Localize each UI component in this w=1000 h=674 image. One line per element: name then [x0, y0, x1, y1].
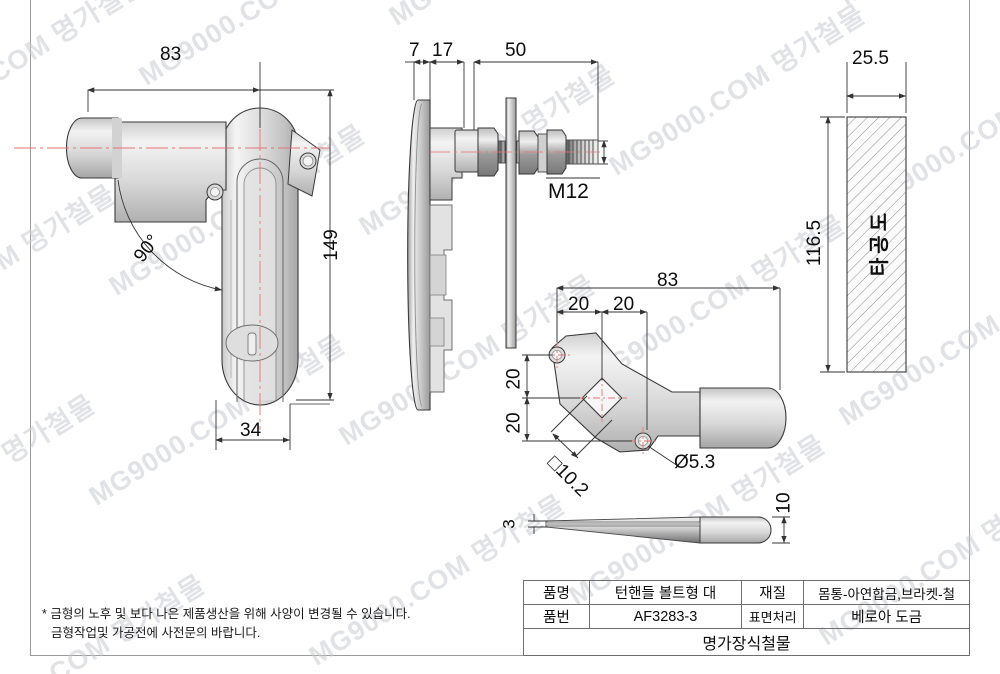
- bracket-view-dimensions: [522, 285, 781, 467]
- dim-cutout-116-5: 116.5: [804, 219, 826, 267]
- note-line-1: * 금형의 노후 및 보다 나은 제품생산을 위해 사양이 변경될 수 있습니다…: [42, 607, 411, 621]
- cell-finish-value: 베로아 도금: [803, 604, 970, 629]
- cell-material-value: 몸통-아연합금,브라켓-철: [803, 580, 970, 605]
- bracket-view-geometry: [543, 332, 787, 456]
- title-block: 품명 턴핸들 볼트형 대 재질 몸통-아연합금,브라켓-철 품번 AF3283-…: [523, 580, 970, 656]
- dim-edge-3: 3: [499, 519, 519, 529]
- cutout-hatch-label: 타공도: [869, 208, 892, 277]
- dim-side-7: 7: [409, 40, 420, 61]
- front-view-geometry: [14, 96, 330, 430]
- front-view-dimensions: [87, 62, 334, 450]
- dim-bracket-20-c: 20: [503, 368, 525, 390]
- table-row: 품번 AF3283-3 표면처리 베로아 도금: [523, 604, 970, 629]
- cell-part-name-key: 품명: [523, 580, 590, 605]
- dim-side-m12: M12: [548, 180, 589, 203]
- dim-bracket-83: 83: [657, 270, 679, 291]
- cell-material-key: 재질: [741, 580, 805, 605]
- dim-bracket-20-d: 20: [503, 412, 525, 434]
- dim-cutout-25-5: 25.5: [852, 48, 889, 69]
- dim-bracket-20-b: 20: [613, 294, 635, 315]
- edge-view-dimensions: [528, 514, 790, 544]
- side-view-dimensions: [405, 59, 608, 179]
- edge-view-geometry: [545, 516, 772, 544]
- table-row: 품명 턴핸들 볼트형 대 재질 몸통-아연합금,브라켓-철: [523, 580, 970, 605]
- cell-part-number-key: 품번: [523, 604, 590, 629]
- dim-front-149: 149: [320, 229, 342, 261]
- cutout-view-geometry: [846, 116, 907, 373]
- cell-part-name-value: 턴핸들 볼트형 대: [588, 580, 743, 605]
- dim-side-17: 17: [432, 40, 454, 61]
- cutout-view-dimensions: [820, 62, 907, 373]
- revision-note: * 금형의 노후 및 보다 나은 제품생산을 위해 사양이 변경될 수 있습니다…: [42, 605, 411, 644]
- table-row: 명가장식철물: [523, 628, 970, 656]
- cell-finish-key: 표면처리: [741, 604, 805, 629]
- cell-part-number-value: AF3283-3: [588, 604, 743, 629]
- dim-side-50: 50: [505, 40, 527, 61]
- drawing-border: [30, 0, 970, 656]
- dim-bracket-dia-5-3: Ø5.3: [674, 452, 716, 473]
- dim-edge-10: 10: [773, 492, 795, 514]
- dim-front-34: 34: [240, 420, 262, 441]
- note-line-2: 금형작업및 가공전에 사전문의 바랍니다.: [51, 626, 261, 641]
- side-view-geometry: [407, 97, 600, 411]
- dim-front-83: 83: [160, 44, 182, 65]
- dim-bracket-20-a: 20: [568, 294, 590, 315]
- cell-company-name: 명가장식철물: [523, 628, 970, 656]
